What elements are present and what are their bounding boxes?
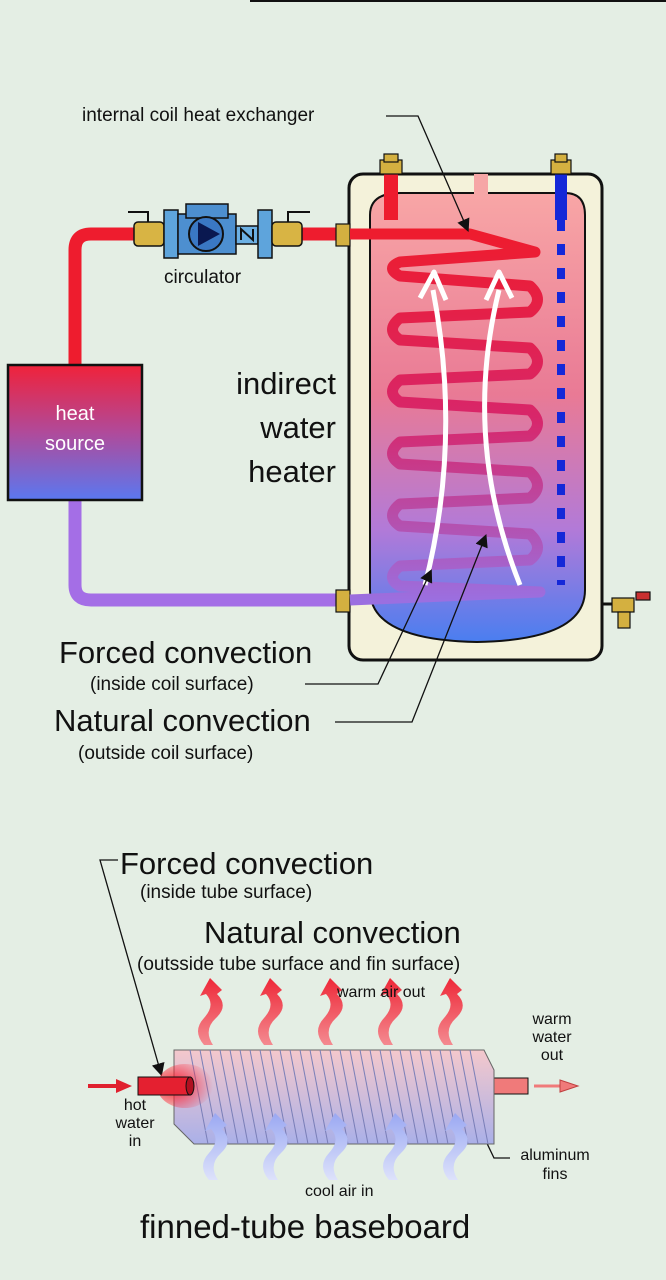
natural-convection-title: Natural convection xyxy=(54,703,311,738)
circulator-label: circulator xyxy=(164,267,242,288)
tube-forced-convection-subtitle: (inside tube surface) xyxy=(140,882,313,903)
tube-natural-convection-title: Natural convection xyxy=(204,915,461,950)
baseboard-title: finned-tube baseboard xyxy=(140,1208,471,1245)
upward-arrow-icon xyxy=(417,269,523,586)
heat-source-label-line2: source xyxy=(44,433,106,455)
hot-water-label-line2: water xyxy=(115,1115,155,1132)
warm-water-label-line3: out xyxy=(540,1047,564,1064)
supply-pipe xyxy=(68,227,345,365)
cool-air-arrows xyxy=(203,1113,468,1180)
heat-source-box xyxy=(6,363,144,502)
finned-tube xyxy=(137,1049,529,1145)
cool-air-label: cool air in xyxy=(305,1183,374,1200)
inlet-fitting xyxy=(335,223,351,247)
natural-convection-subtitle: (outside coil surface) xyxy=(78,743,254,764)
coil-heat-exchanger xyxy=(349,228,546,606)
warm-water-label-line2: water xyxy=(532,1029,572,1046)
hot-water-label-line3: in xyxy=(128,1133,142,1150)
tube-natural-convection-subtitle: (outsside tube surface and fin surface) xyxy=(137,954,461,975)
warm-water-label-line1: warm xyxy=(532,1011,572,1028)
hot-water-label-line1: hot xyxy=(123,1097,147,1114)
drain-valve-icon xyxy=(602,591,651,629)
fins-label-line2: fins xyxy=(542,1166,568,1183)
tank-top-fittings xyxy=(379,153,572,220)
warm-air-arrows xyxy=(198,978,463,1045)
forced-convection-title: Forced convection xyxy=(59,635,313,670)
flow-arrows xyxy=(88,1079,580,1093)
forced-convection-subtitle: (inside coil surface) xyxy=(90,674,254,695)
tube-forced-convection-title: Forced convection xyxy=(120,846,374,881)
heater-label-line3: heater xyxy=(248,454,336,489)
outlet-fitting xyxy=(335,589,351,613)
return-pipe xyxy=(68,500,345,607)
fins-label-line1: aluminum xyxy=(520,1147,590,1164)
circulator-pump-icon xyxy=(128,203,310,259)
heater-label-line2: water xyxy=(260,410,336,445)
warm-air-label: warm air out xyxy=(337,984,426,1001)
leader-lines xyxy=(99,115,510,1159)
heater-label-line1: indirect xyxy=(236,366,336,401)
coil-label: internal coil heat exchanger xyxy=(82,105,315,126)
heat-source-label-line1: heat xyxy=(55,403,95,425)
